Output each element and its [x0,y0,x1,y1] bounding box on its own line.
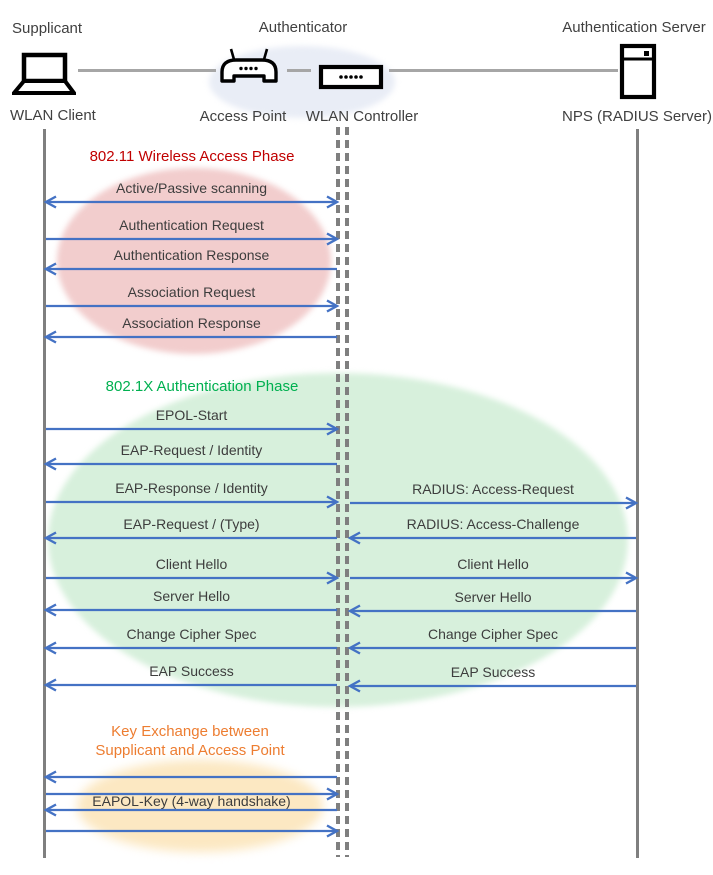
supplicant-lifeline [43,129,46,858]
message-label: Server Hello [152,588,231,604]
message-label: EAPOL-Key (4-way handshake) [92,793,291,809]
message-label: Client Hello [457,556,529,572]
message-label: Active/Passive scanning [116,180,267,196]
role-label-authentication-server: Authentication Server [562,19,706,36]
message-arrow [43,603,337,617]
message-label: EAP-Response / Identity [115,480,268,496]
message-label: Authentication Request [119,217,264,233]
message-arrow [347,531,636,545]
message-label: Authentication Response [113,247,270,263]
message-arrow [43,330,337,344]
message-label: RADIUS: Access-Request [412,481,574,497]
message-arrow [46,232,340,246]
connector-ap-controller [287,69,311,72]
device-label-access-point: Access Point [199,108,287,125]
phase-title-authentication: 802.1X Authentication Phase [105,378,299,395]
message-arrow [350,571,639,585]
role-label-supplicant: Supplicant [12,20,83,37]
access-point-icon [220,48,278,83]
wlan-controller-lifeline-dashed [345,127,349,857]
connector-client-ap [78,69,216,72]
role-label-authenticator: Authenticator [258,19,348,36]
laptop-icon [12,52,76,95]
message-label: Server Hello [454,589,532,605]
phase-title-wireless-access: 802.11 Wireless Access Phase [89,148,295,165]
wireless-access-phase-ellipse [57,168,331,354]
message-label: EAP Success [450,664,536,680]
message-label: Client Hello [155,556,228,572]
message-arrow [347,679,636,693]
message-arrow [350,496,639,510]
message-arrow [46,422,340,436]
access-point-lifeline-dashed [336,127,340,857]
device-label-wlan-controller: WLAN Controller [305,108,419,125]
message-arrow [347,641,636,655]
message-label: EPOL-Start [155,407,228,423]
message-arrow [46,787,340,801]
message-arrow [46,824,340,838]
message-label: Association Response [122,315,261,331]
auth-server-lifeline [636,129,639,858]
message-arrow [43,678,337,692]
device-label-nps: NPS (RADIUS Server) [561,108,713,125]
device-label-wlan-client: WLAN Client [10,107,96,124]
message-arrow [43,262,337,276]
message-label: Association Request [127,284,256,300]
server-icon [619,43,657,100]
message-label: Change Cipher Spec [126,626,257,642]
message-arrow [43,641,337,655]
message-arrow [46,495,340,509]
message-label: EAP-Request / Identity [120,442,263,458]
message-label: RADIUS: Access-Challenge [406,516,580,532]
message-arrow [347,604,636,618]
message-label: EAP-Request / (Type) [123,516,260,532]
connector-controller-server [389,69,618,72]
message-arrow [46,299,340,313]
message-arrow [46,571,340,585]
phase-title-key-exchange: Key Exchange between Supplicant and Acce… [95,722,284,760]
message-arrow [43,531,337,545]
phase-title-key-exchange-line2: Supplicant and Access Point [95,742,285,759]
message-arrow [43,457,337,471]
message-arrow [43,195,340,209]
message-label: Change Cipher Spec [428,626,558,642]
message-arrow [43,803,337,817]
key-exchange-phase-ellipse [77,760,323,852]
message-label: EAP Success [149,663,234,679]
wlan-controller-icon [318,64,384,90]
message-arrow [43,770,337,784]
phase-title-key-exchange-line1: Key Exchange between [111,723,269,740]
